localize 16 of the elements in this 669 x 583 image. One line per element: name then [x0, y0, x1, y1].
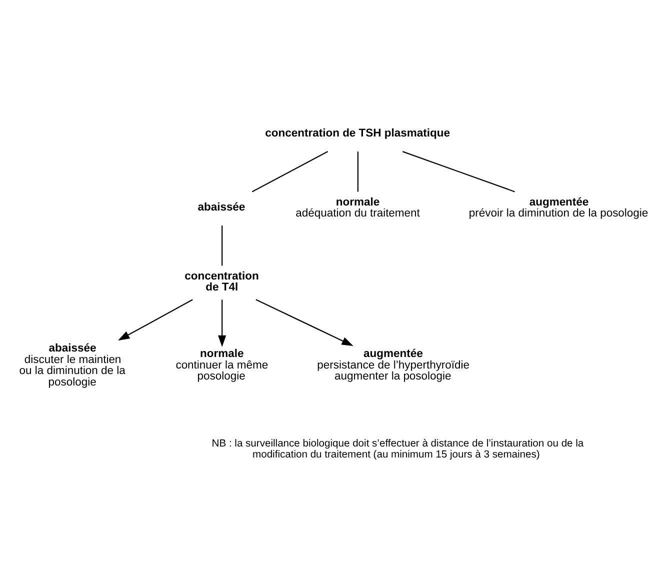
label: NB : la surveillance biologique doit s’effectuer à distance de l’instauration ou de la modification du traitement (au minimum 15 jours à 3 semaines): [212, 438, 584, 460]
arrow: [218, 299, 226, 346]
connector: [357, 151, 358, 192]
connector: [402, 150, 515, 192]
node-text: normale adéquation du traitement: [296, 196, 420, 220]
node-text: abaissée: [198, 201, 246, 214]
arrow: [118, 298, 193, 340]
node-text: augmentée persistance de l’hyperthyroïdie augmenter la posologie: [317, 348, 470, 382]
connector: [252, 150, 328, 192]
node-text: concentration de T4l: [184, 270, 259, 294]
node-text: normale continuer la même posologie: [176, 348, 268, 382]
connector: [222, 225, 223, 266]
node-text: concentration de TSH plasmatique: [265, 127, 450, 140]
node-text: abaissée discuter le maintien ou la diminution de la posologie: [19, 342, 126, 388]
arrow: [256, 298, 354, 346]
node-text: augmentée prévoir la diminution de la posologie: [468, 196, 648, 220]
